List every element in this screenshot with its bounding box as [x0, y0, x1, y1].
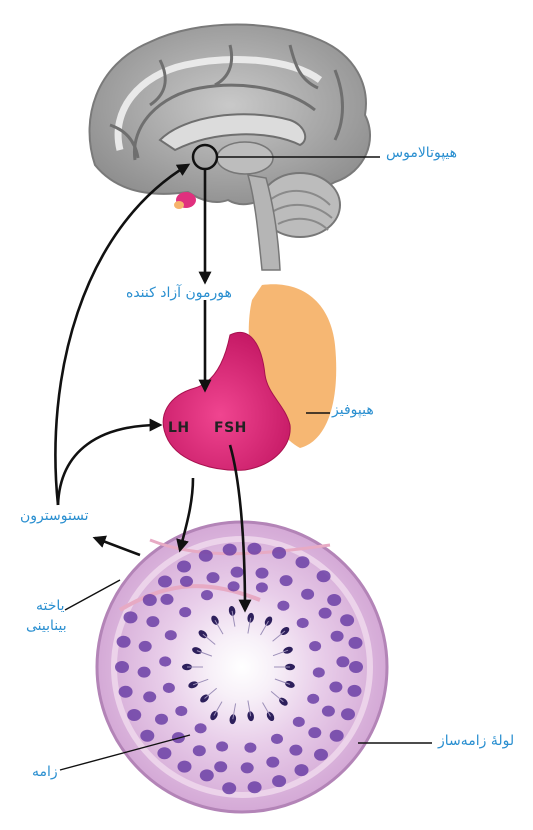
cell-nucleus — [143, 691, 156, 702]
cell-nucleus — [256, 568, 269, 579]
cell-nucleus — [155, 714, 168, 725]
cell-nucleus — [179, 607, 191, 617]
cell-nucleus — [193, 745, 206, 756]
cell-nucleus — [158, 576, 172, 588]
cell-nucleus — [228, 581, 240, 591]
cell-nucleus — [195, 723, 207, 733]
cell-nucleus — [165, 630, 177, 640]
label-fsh: FSH — [214, 420, 247, 436]
cell-nucleus — [317, 570, 331, 582]
cell-nucleus — [175, 706, 187, 716]
cell-nucleus — [340, 614, 354, 626]
cell-nucleus — [127, 709, 141, 721]
cell-nucleus — [223, 544, 237, 556]
cell-nucleus — [297, 618, 309, 628]
label-seminiferous-tubule: لولهٔ زامه‌ساز — [438, 733, 514, 751]
cell-nucleus — [117, 636, 131, 648]
cell-nucleus — [216, 741, 228, 751]
cell-nucleus — [163, 683, 175, 693]
cell-nucleus — [327, 594, 341, 606]
cell-nucleus — [244, 743, 256, 753]
cell-nucleus — [272, 775, 286, 787]
cell-nucleus — [272, 547, 286, 559]
cell-nucleus — [140, 730, 154, 742]
cell-nucleus — [330, 730, 344, 742]
cell-nucleus — [329, 682, 342, 693]
label-interstitial-cell-line2: بینابینی — [26, 618, 67, 636]
cell-nucleus — [119, 686, 133, 698]
cell-nucleus — [139, 641, 152, 652]
cell-nucleus — [271, 734, 283, 744]
brain — [90, 25, 371, 271]
cell-nucleus — [143, 594, 157, 606]
cell-nucleus — [157, 747, 171, 759]
cell-nucleus — [307, 694, 319, 704]
label-hypothalamus: هیپوتالاموس — [386, 145, 457, 163]
cell-nucleus — [256, 582, 268, 592]
cell-nucleus — [295, 764, 309, 776]
cell-nucleus — [146, 616, 159, 627]
cell-nucleus — [331, 631, 344, 642]
cell-nucleus — [178, 761, 192, 773]
cell-nucleus — [180, 576, 193, 587]
label-releasing-hormone: هورمون آزاد کننده — [126, 285, 232, 303]
cell-nucleus — [161, 594, 174, 605]
cell-nucleus — [309, 641, 321, 651]
cell-nucleus — [348, 685, 362, 697]
cell-nucleus — [293, 717, 305, 727]
label-sperm: زامه — [32, 764, 58, 782]
cell-nucleus — [336, 656, 349, 667]
cell-nucleus — [313, 667, 325, 677]
arrow-cells-to-testosterone — [95, 538, 140, 555]
cell-nucleus — [115, 661, 129, 673]
cell-nucleus — [199, 550, 213, 562]
cell-nucleus — [280, 575, 293, 586]
cell-nucleus — [177, 561, 191, 573]
cell-nucleus — [201, 590, 213, 600]
cell-nucleus — [231, 567, 244, 578]
cell-nucleus — [241, 762, 254, 773]
cell-nucleus — [341, 708, 355, 720]
brain-pituitary — [174, 192, 196, 209]
cell-nucleus — [349, 637, 363, 649]
cell-nucleus — [301, 589, 314, 600]
pituitary-gland — [163, 284, 336, 470]
cell-nucleus — [319, 608, 332, 619]
cell-nucleus — [266, 757, 279, 768]
cell-nucleus — [308, 727, 321, 738]
cell-nucleus — [222, 782, 236, 794]
cell-nucleus — [138, 667, 151, 678]
cell-nucleus — [314, 749, 328, 761]
label-pituitary: هیپوفیز — [332, 402, 374, 420]
cell-nucleus — [247, 543, 261, 555]
seminiferous-tubule — [97, 522, 387, 812]
label-testosterone: تستوسترون — [20, 508, 89, 526]
cell-nucleus — [296, 556, 310, 568]
cell-nucleus — [207, 572, 220, 583]
arrow-testosterone-feedback-pituitary — [58, 425, 160, 505]
cell-nucleus — [248, 781, 262, 793]
cell-nucleus — [214, 761, 227, 772]
cell-nucleus — [289, 745, 302, 756]
cell-nucleus — [322, 706, 335, 717]
label-interstitial-cell-line1: یاخته — [36, 598, 65, 616]
cell-nucleus — [159, 656, 171, 666]
cell-nucleus — [124, 611, 138, 623]
cell-nucleus — [349, 661, 363, 673]
label-lh: LH — [168, 420, 190, 436]
cell-nucleus — [277, 601, 289, 611]
cell-nucleus — [200, 769, 214, 781]
